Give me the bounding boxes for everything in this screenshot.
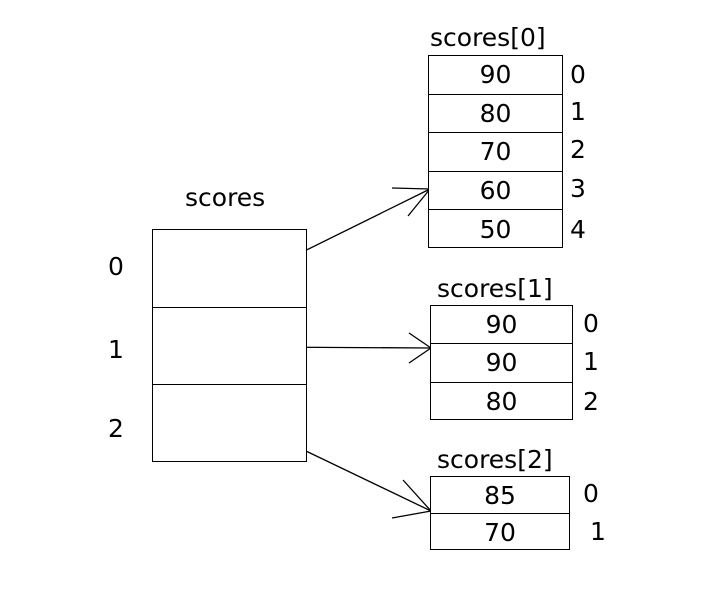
scores0-array-box: 90 80 70 60 50 xyxy=(428,55,563,248)
scores1-array-box: 90 90 80 xyxy=(430,305,573,420)
scores0-title: scores[0] xyxy=(430,23,546,52)
scores1-cell-2[interactable]: 80 xyxy=(485,387,518,417)
scores-cell-2[interactable] xyxy=(153,385,306,463)
scores0-cell-2[interactable]: 70 xyxy=(429,133,562,172)
scores-cell-0[interactable] xyxy=(153,230,306,308)
scores0-index-1: 1 xyxy=(570,97,586,126)
scores0-index-3: 3 xyxy=(570,174,586,203)
scores-index-0: 0 xyxy=(108,252,124,281)
scores0-cell-4[interactable]: 50 xyxy=(479,215,512,245)
scores1-cell-1[interactable]: 90 xyxy=(431,344,572,383)
scores2-cell-0[interactable]: 85 xyxy=(431,477,569,514)
scores0-index-4: 4 xyxy=(570,215,586,244)
scores0-index-0: 0 xyxy=(570,60,586,89)
scores0-index-2: 2 xyxy=(570,135,586,164)
scores2-index-0: 0 xyxy=(583,479,599,508)
scores0-cell-3[interactable]: 60 xyxy=(429,172,562,211)
scores2-index-1: 1 xyxy=(590,517,606,546)
scores-cell-1[interactable] xyxy=(153,308,306,386)
scores1-index-0: 0 xyxy=(583,309,599,338)
scores1-title: scores[1] xyxy=(437,274,553,303)
scores2-cell-1[interactable]: 70 xyxy=(484,518,516,547)
scores-array-box xyxy=(152,229,307,462)
scores1-index-1: 1 xyxy=(583,347,599,376)
scores-index-2: 2 xyxy=(108,414,124,443)
scores-array-title: scores xyxy=(185,183,266,212)
scores2-array-box: 85 70 xyxy=(430,476,570,550)
scores0-cell-0[interactable]: 90 xyxy=(429,56,562,95)
scores-index-1: 1 xyxy=(108,335,124,364)
scores1-cell-0[interactable]: 90 xyxy=(431,306,572,345)
scores0-cell-1[interactable]: 80 xyxy=(429,95,562,134)
scores2-title: scores[2] xyxy=(437,445,553,474)
scores1-index-2: 2 xyxy=(583,387,599,416)
